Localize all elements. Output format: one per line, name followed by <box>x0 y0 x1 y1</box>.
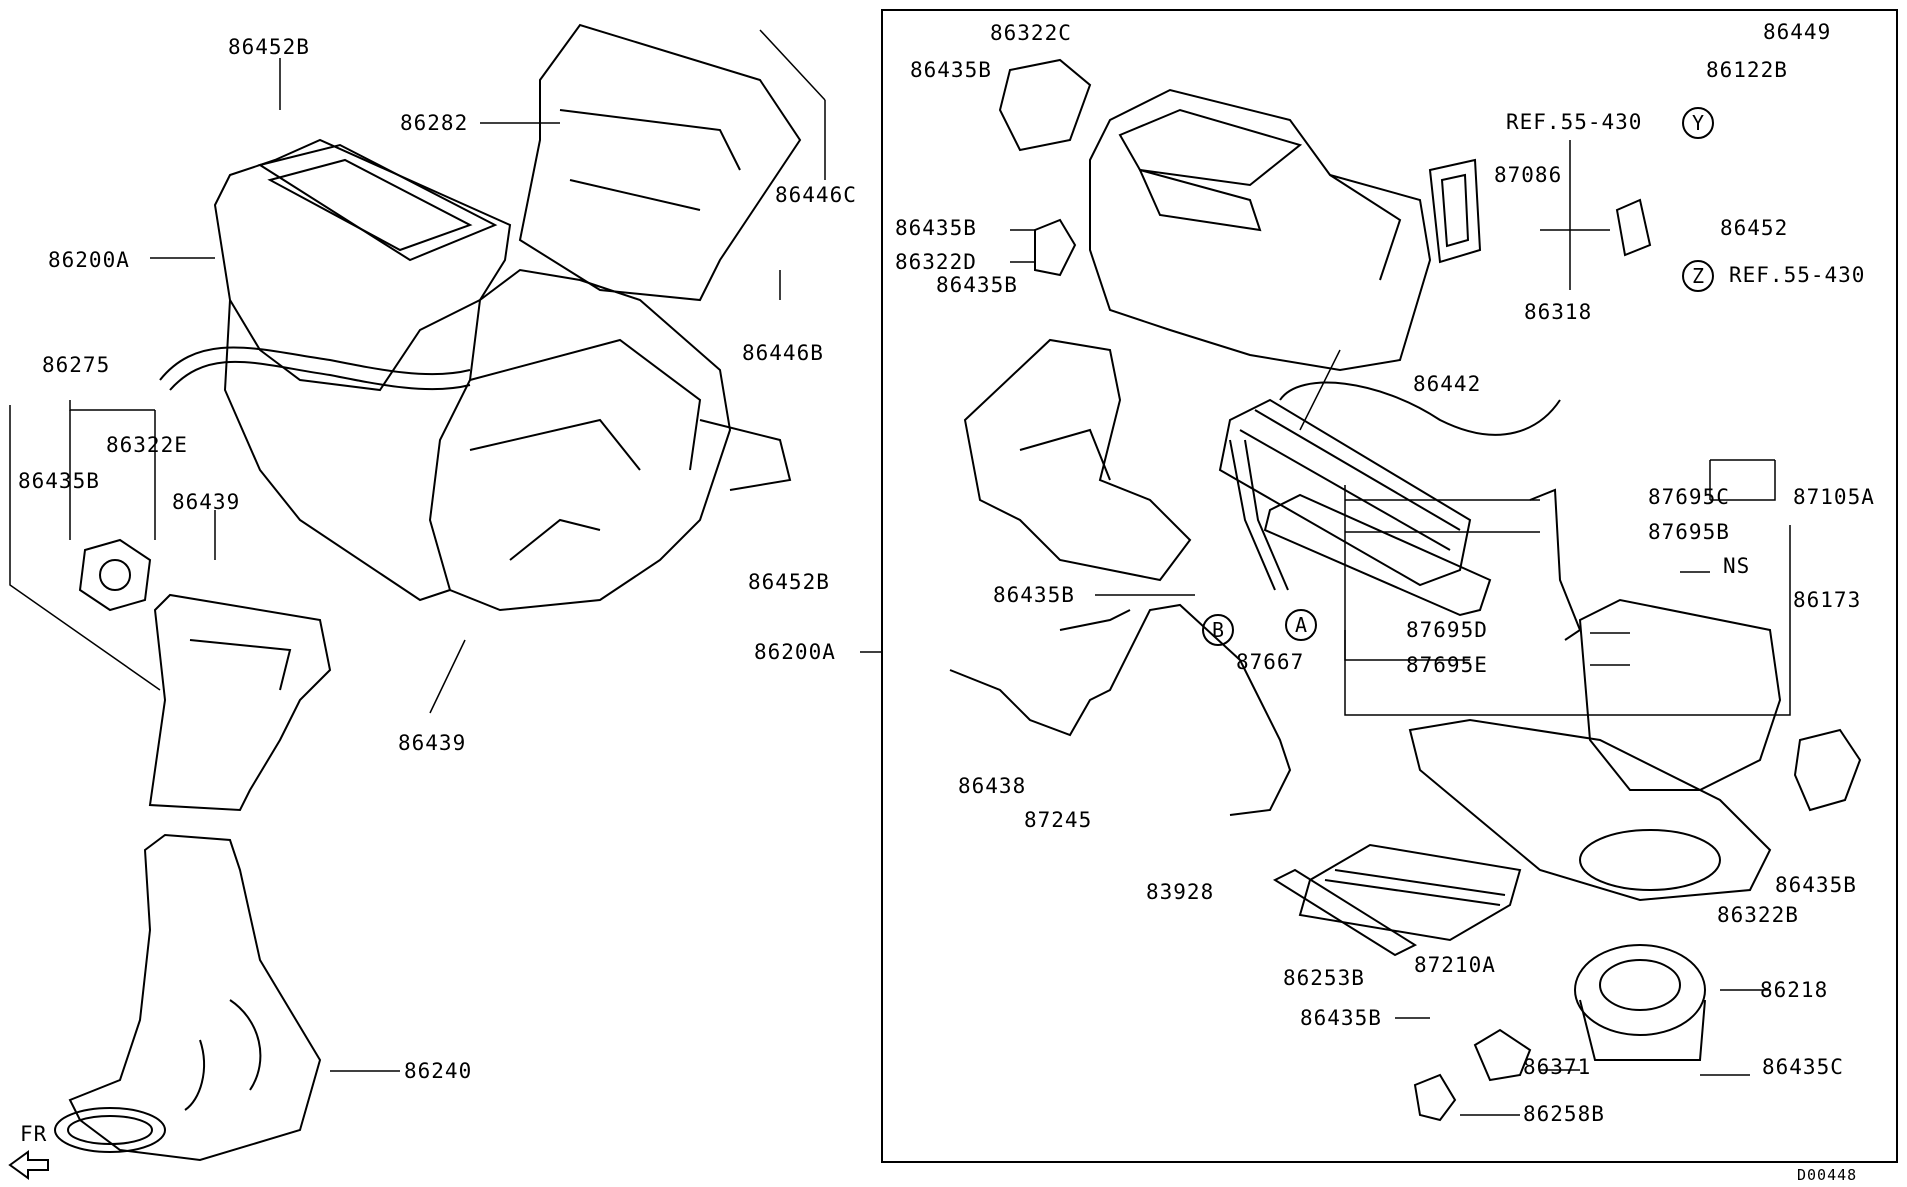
label-86322D: 86322D <box>895 250 977 274</box>
label-86322C: 86322C <box>990 21 1072 45</box>
label-86200A-left: 86200A <box>48 248 130 272</box>
label-87695D: 87695D <box>1406 618 1488 642</box>
label-86282: 86282 <box>400 111 469 135</box>
callout-z: Z <box>1682 260 1714 292</box>
label-86435B-left: 86435B <box>18 469 100 493</box>
label-86435B-r5: 86435B <box>1775 873 1857 897</box>
actuator-86322E <box>78 538 152 612</box>
front-direction-arrow <box>8 1150 49 1180</box>
label-86322B: 86322B <box>1717 903 1799 927</box>
label-87086: 87086 <box>1494 163 1563 187</box>
label-86446B: 86446B <box>742 341 824 365</box>
label-87695B: 87695B <box>1648 520 1730 544</box>
actuator-86322C <box>998 58 1092 152</box>
label-86173: 86173 <box>1793 588 1862 612</box>
sensor-86258B <box>1413 1073 1457 1122</box>
expansion-valve <box>1615 198 1652 257</box>
blower-case-86173 <box>1408 598 1782 902</box>
actuator-86322D <box>1034 218 1077 277</box>
label-86452B-top: 86452B <box>228 35 310 59</box>
label-87210A: 87210A <box>1414 953 1496 977</box>
label-ref-y: REF.55-430 <box>1506 110 1643 134</box>
label-86435C: 86435C <box>1762 1055 1844 1079</box>
label-87105A: 87105A <box>1793 485 1875 509</box>
label-87245: 87245 <box>1024 808 1093 832</box>
label-86371: 86371 <box>1523 1055 1592 1079</box>
filter-cover-86253B <box>1272 868 1418 957</box>
label-ns: NS <box>1723 554 1751 578</box>
foot-duct-86275 <box>148 593 332 812</box>
label-87667: 87667 <box>1236 650 1305 674</box>
label-ref-z: REF.55-430 <box>1729 263 1866 287</box>
label-86435B-r3: 86435B <box>936 273 1018 297</box>
rear-duct-86240 <box>54 833 322 1162</box>
label-86218: 86218 <box>1760 978 1829 1002</box>
filter-87210A <box>1298 843 1522 942</box>
resistor-86371 <box>1473 1028 1532 1082</box>
front-direction-label: FR <box>20 1122 48 1146</box>
heater-core <box>1263 493 1492 617</box>
duct-86282 <box>518 23 802 302</box>
label-86452: 86452 <box>1720 216 1789 240</box>
label-86318: 86318 <box>1524 300 1593 324</box>
pipes <box>1229 381 1582 641</box>
callout-y: Y <box>1682 107 1714 139</box>
label-83928: 83928 <box>1146 880 1215 904</box>
label-86435B-r2: 86435B <box>895 216 977 240</box>
heater-unit-left <box>159 138 792 612</box>
upper-case-assembly <box>1089 88 1432 372</box>
figure-code: D00448 <box>1797 1166 1858 1184</box>
label-86435B-r1: 86435B <box>910 58 992 82</box>
callout-b: B <box>1202 614 1234 646</box>
label-86438: 86438 <box>958 774 1027 798</box>
label-86446C: 86446C <box>775 183 857 207</box>
label-86449: 86449 <box>1763 20 1832 44</box>
label-86439-b: 86439 <box>398 731 467 755</box>
lower-case-86200A <box>963 338 1192 582</box>
label-86322E: 86322E <box>106 433 188 457</box>
label-86240: 86240 <box>404 1059 473 1083</box>
label-86435B-r4: 86435B <box>993 583 1075 607</box>
label-86442: 86442 <box>1413 372 1482 396</box>
right-assembly-frame <box>881 9 1898 1163</box>
leader-lines <box>9 29 1791 1116</box>
actuator-86322B <box>1793 728 1862 812</box>
label-86275: 86275 <box>42 353 111 377</box>
label-86200A-right: 86200A <box>754 640 836 664</box>
blower-motor-86218 <box>1574 944 1706 1061</box>
label-86253B: 86253B <box>1283 966 1365 990</box>
harness-87245 <box>949 603 1292 816</box>
seal-86449-part <box>1428 158 1482 264</box>
callout-a: A <box>1285 609 1317 641</box>
label-86439-a: 86439 <box>172 490 241 514</box>
label-86452B-mid: 86452B <box>748 570 830 594</box>
label-87695E: 87695E <box>1406 653 1488 677</box>
label-87695C: 87695C <box>1648 485 1730 509</box>
label-86258B: 86258B <box>1523 1102 1605 1126</box>
label-86435B-r6: 86435B <box>1300 1006 1382 1030</box>
label-86122B: 86122B <box>1706 58 1788 82</box>
